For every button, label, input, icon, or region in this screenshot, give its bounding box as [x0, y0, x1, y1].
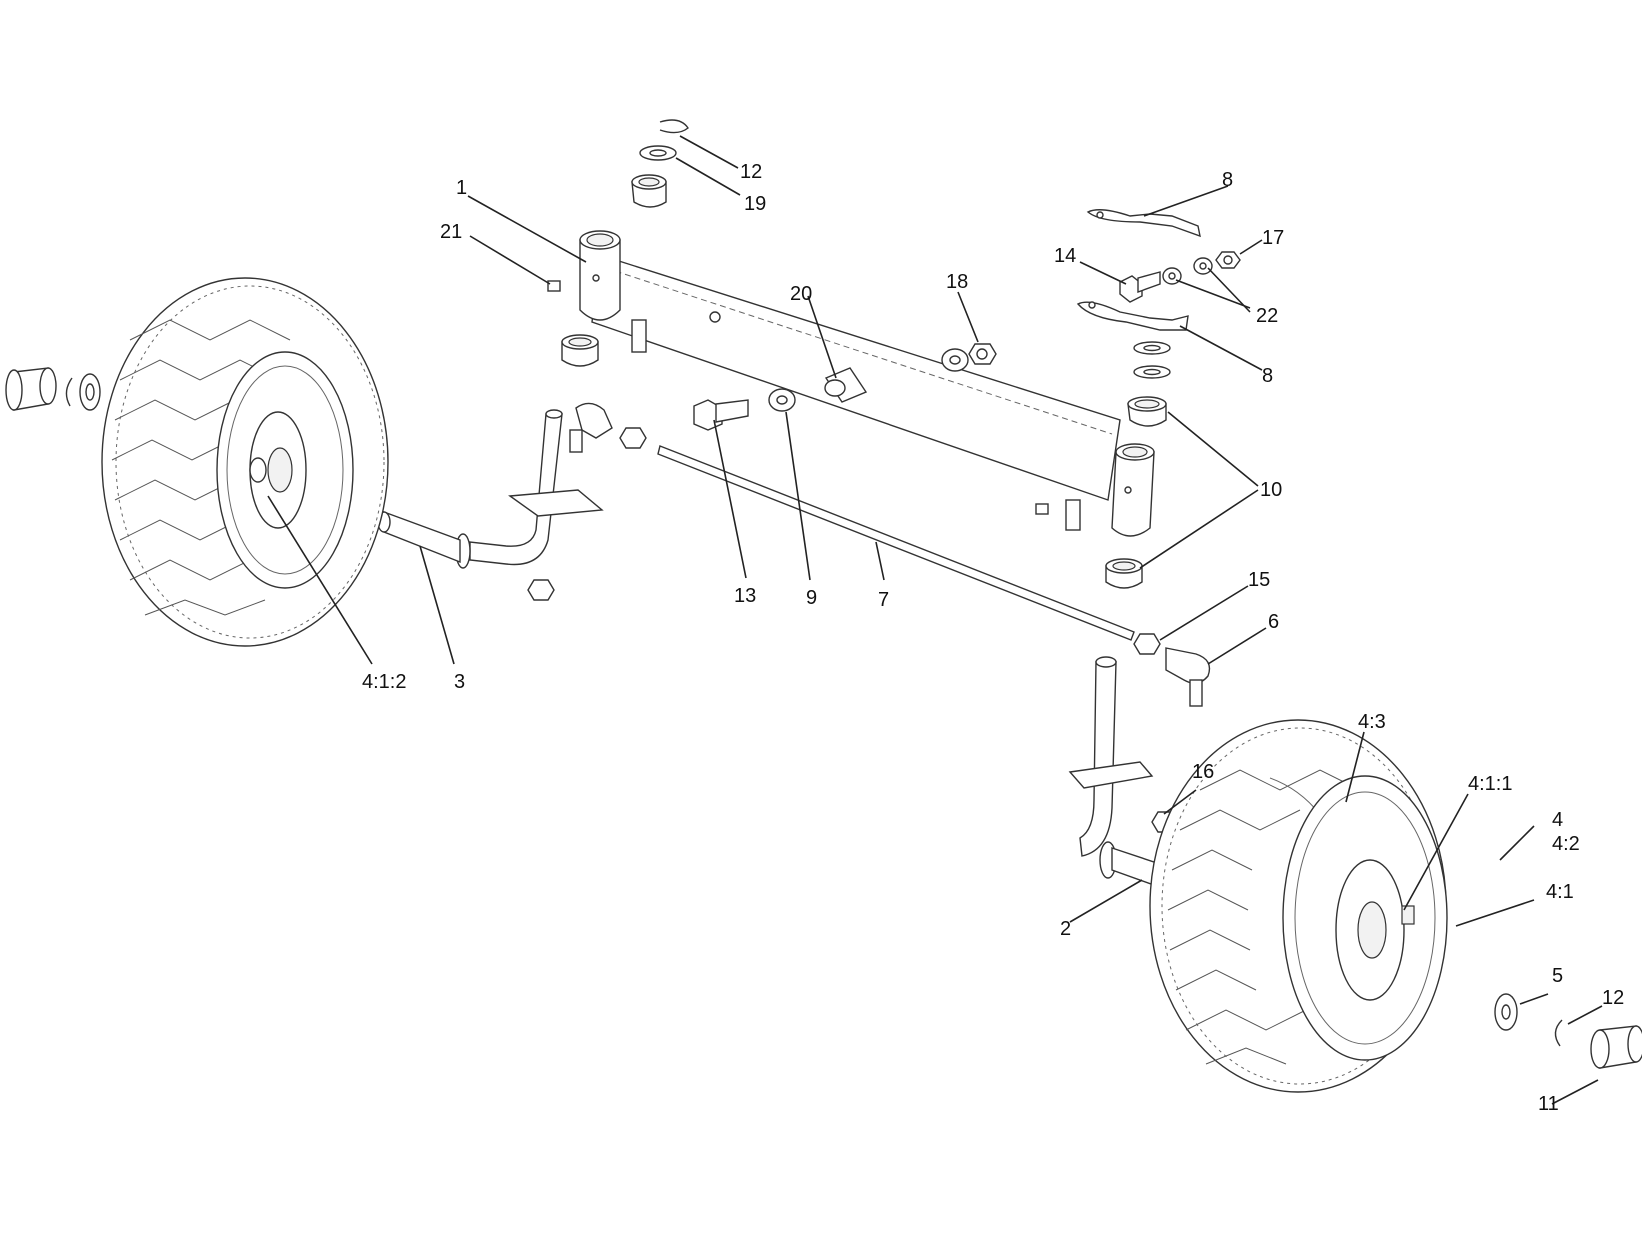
leader-lines — [267, 135, 1603, 1105]
bolt-14 — [1119, 271, 1161, 303]
retaining-ring-top — [659, 119, 689, 134]
callout-4-3: 4:3 — [1358, 711, 1386, 733]
callout-12-upper: 12 — [740, 161, 762, 183]
callout-4-1-2: 4:1:2 — [362, 671, 406, 693]
bushing-top-left — [631, 174, 667, 208]
callout-16: 16 — [1192, 761, 1214, 783]
spindle-2 — [1068, 656, 1197, 899]
callout-4-1-1: 4:1:1 — [1468, 773, 1512, 795]
hub-cap-11 — [1590, 1025, 1642, 1069]
hub-cap-left — [5, 367, 57, 411]
bushing-10-lower — [1105, 558, 1143, 589]
left-wheel — [101, 277, 389, 647]
callout-7: 7 — [878, 589, 889, 611]
callout-21: 21 — [440, 221, 462, 243]
callout-18: 18 — [946, 271, 968, 293]
callout-8-lower: 8 — [1262, 365, 1273, 387]
callout-labels: 1 2 3 4 4:1 4:1:1 4:1:2 4:2 4:3 5 6 7 8 … — [362, 161, 1624, 1115]
callout-19: 19 — [744, 193, 766, 215]
callout-11: 11 — [1538, 1093, 1559, 1115]
callout-12-lower: 12 — [1602, 987, 1624, 1009]
washer-stack-right — [1133, 341, 1171, 379]
callout-13: 13 — [734, 585, 756, 607]
washers-22 — [1162, 257, 1213, 285]
bracket-8-lower — [1076, 301, 1189, 331]
bushing-bottom-left — [561, 334, 599, 367]
nut-17 — [1215, 251, 1241, 269]
callout-5: 5 — [1552, 965, 1563, 987]
grease-fitting-right — [1035, 503, 1049, 515]
jam-nut-15 — [1133, 633, 1161, 655]
callout-9: 9 — [806, 587, 817, 609]
callout-20: 20 — [790, 283, 812, 305]
retaining-ring-12-lower — [1554, 1019, 1563, 1047]
callout-4-2: 4:2 — [1552, 833, 1580, 855]
callout-3: 3 — [454, 671, 465, 693]
grease-fitting-left — [547, 280, 561, 292]
ball-joint-left — [569, 402, 647, 453]
callout-17: 17 — [1262, 227, 1284, 249]
ball-joint-6 — [1165, 647, 1211, 707]
spindle-3 — [377, 409, 604, 569]
washer-9 — [768, 388, 796, 412]
callout-2: 2 — [1060, 918, 1071, 940]
callout-1: 1 — [456, 177, 467, 199]
nut-left — [527, 579, 555, 601]
axle-beam — [579, 230, 1155, 537]
callout-14: 14 — [1054, 245, 1076, 267]
tie-rod-7 — [657, 445, 1135, 641]
callout-4-1: 4:1 — [1546, 881, 1574, 903]
bolt-13 — [693, 399, 749, 431]
washer-5 — [1494, 993, 1518, 1031]
bracket-8-upper — [1086, 209, 1201, 238]
retaining-ring-left — [65, 377, 73, 407]
washer-nut-18 — [941, 343, 997, 372]
right-wheel — [1149, 719, 1448, 1093]
washer-left — [79, 373, 101, 411]
washer-top — [639, 145, 677, 161]
callout-10: 10 — [1260, 479, 1282, 501]
callout-15: 15 — [1248, 569, 1270, 591]
callout-8-upper: 8 — [1222, 169, 1233, 191]
callout-22: 22 — [1256, 305, 1278, 327]
callout-4: 4 — [1552, 809, 1563, 831]
bushing-10-upper — [1127, 396, 1167, 427]
callout-6: 6 — [1268, 611, 1279, 633]
